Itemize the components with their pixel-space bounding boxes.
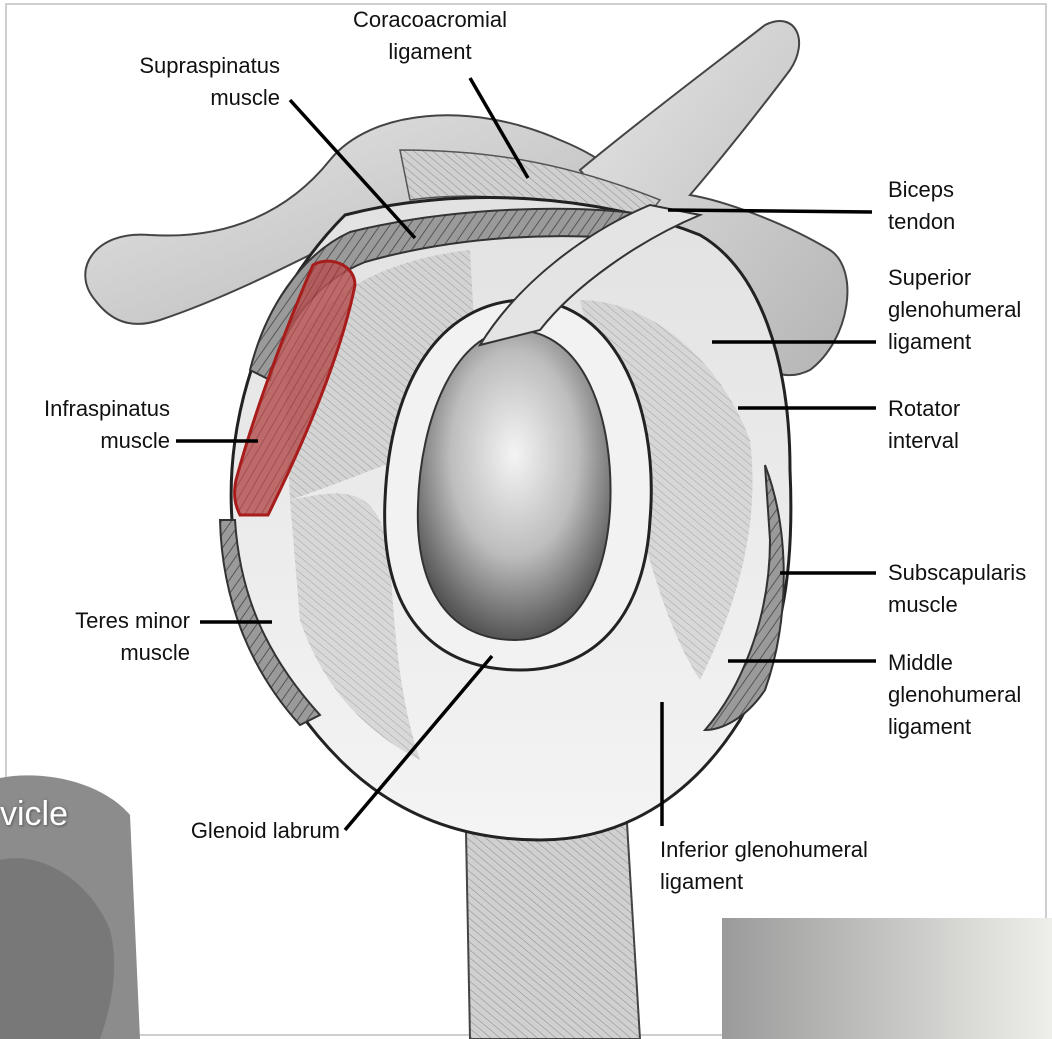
label-infraspinatus-muscle: Infraspinatus muscle bbox=[10, 393, 170, 457]
inset-partial-caption: vicle bbox=[0, 795, 68, 834]
label-coracoacromial-ligament: Coracoacromial ligament bbox=[325, 4, 535, 68]
label-rotator-interval: Rotator interval bbox=[888, 393, 1048, 457]
label-glenoid-labrum: Glenoid labrum bbox=[140, 815, 340, 847]
label-supraspinatus-muscle: Supraspinatus muscle bbox=[90, 50, 280, 114]
label-inferior-glenohumeral-ligament: Inferior glenohumeral ligament bbox=[660, 834, 920, 898]
label-superior-glenohumeral-ligament: Superior glenohumeral ligament bbox=[888, 262, 1050, 358]
label-middle-glenohumeral-ligament: Middle glenohumeral ligament bbox=[888, 647, 1050, 743]
label-teres-minor-muscle: Teres minor muscle bbox=[20, 605, 190, 669]
label-biceps-tendon: Biceps tendon bbox=[888, 174, 1048, 238]
inset-panel-right bbox=[722, 918, 1052, 1039]
label-subscapularis-muscle: Subscapularis muscle bbox=[888, 557, 1050, 621]
leader-biceps bbox=[668, 210, 872, 212]
